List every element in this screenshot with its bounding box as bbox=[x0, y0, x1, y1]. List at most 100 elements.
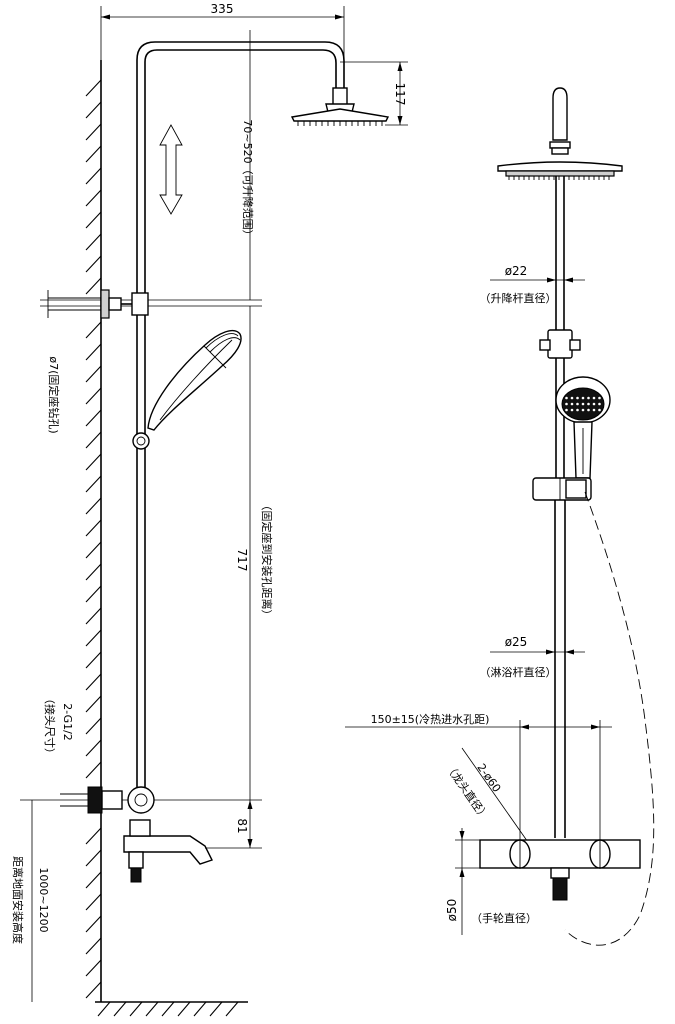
install-height-dimension: 距离地面安装高度 1000~1200 bbox=[11, 800, 50, 1002]
hand-nozzle bbox=[581, 402, 585, 406]
wall-hatch-stroke bbox=[85, 431, 102, 449]
rain-head-nozzles bbox=[297, 121, 383, 126]
hand-shower bbox=[132, 329, 242, 450]
thread-size-label: 2-G1/2 bbox=[61, 703, 74, 741]
lift-rod-diameter-label: ø22 bbox=[505, 264, 528, 278]
hand-nozzle bbox=[581, 408, 585, 412]
knob-note: （手轮直径） bbox=[471, 911, 537, 925]
upper-wall-bracket bbox=[47, 289, 149, 319]
wall-hatch-stroke bbox=[85, 123, 102, 141]
wall-hatch-stroke bbox=[85, 761, 102, 779]
wall-hatch-stroke bbox=[85, 101, 102, 119]
wall-hatch-stroke bbox=[85, 893, 102, 911]
shower-hose bbox=[564, 491, 655, 946]
shower-rod-note: （淋浴杆直径） bbox=[480, 665, 557, 679]
wall-hatch-stroke bbox=[85, 79, 102, 97]
wall-hatch-stroke bbox=[85, 849, 102, 867]
hand-nozzle bbox=[587, 396, 590, 400]
hand-nozzle bbox=[587, 408, 590, 412]
wall-hatch-stroke bbox=[85, 717, 102, 735]
fix-hole-label: ø7(固定座钻孔) bbox=[47, 356, 61, 433]
floor-hatch-stroke bbox=[225, 1001, 239, 1017]
wall-hatch-stroke bbox=[85, 277, 102, 295]
floor-hatch-stroke bbox=[209, 1001, 223, 1017]
wall-hatch-stroke bbox=[85, 321, 102, 339]
wall-hatch-stroke bbox=[85, 343, 102, 361]
hand-shower-nozzles bbox=[565, 396, 601, 412]
wall-hatch-stroke bbox=[85, 519, 102, 537]
hand-shower-holder bbox=[532, 477, 592, 501]
inlet-spacing-label: 150±15(冷热进水孔距) bbox=[371, 713, 490, 726]
wall-hatch-stroke bbox=[85, 497, 102, 515]
wall-hatch-stroke bbox=[85, 651, 102, 669]
wall-hatch-stroke bbox=[85, 629, 102, 647]
floor-hatch-stroke bbox=[193, 1001, 207, 1017]
fix-hole-span-dimension: 717 （固定座到安装孔距离） bbox=[235, 306, 274, 800]
lift-rod-note: （升降杆直径） bbox=[480, 291, 557, 305]
width-dimension: 335 bbox=[100, 2, 345, 60]
bottom-dimension-label: 81 bbox=[235, 818, 249, 833]
wall-hatch-stroke bbox=[85, 145, 102, 163]
hand-nozzle bbox=[592, 408, 596, 412]
fix-hole-span-label: 717 bbox=[235, 549, 249, 572]
wall-hatch-stroke bbox=[85, 255, 102, 273]
wall-hatch-stroke bbox=[85, 739, 102, 757]
floor-hatch-stroke bbox=[177, 1001, 191, 1017]
hand-nozzle bbox=[587, 402, 590, 406]
hand-shower-face bbox=[205, 333, 241, 353]
wall-hatch-stroke bbox=[85, 673, 102, 691]
wall-hatch-stroke bbox=[85, 453, 102, 471]
hand-nozzle bbox=[570, 408, 574, 412]
wall-hatch-stroke bbox=[85, 233, 102, 251]
rod-slide-bracket bbox=[539, 329, 581, 359]
inlet-spacing-dimension: 150±15(冷热进水孔距) bbox=[345, 713, 612, 840]
shower-rod bbox=[554, 500, 566, 838]
mixer-valve-side bbox=[20, 786, 262, 883]
floor-hatch-stroke bbox=[129, 1001, 143, 1017]
wall-hatch-stroke bbox=[85, 541, 102, 559]
floor-hatch-stroke bbox=[161, 1001, 175, 1017]
hand-nozzle bbox=[565, 396, 568, 400]
floor-hatch-stroke bbox=[145, 1001, 159, 1017]
outlet-diameter-label: 2-ø60 bbox=[474, 761, 503, 794]
mixer-valve-front bbox=[479, 839, 641, 901]
shower-rod-diameter-label: ø25 bbox=[505, 635, 528, 649]
hand-nozzle bbox=[598, 396, 601, 400]
wall-hatch-stroke bbox=[85, 607, 102, 625]
wall-hatch-stroke bbox=[85, 387, 102, 405]
rain-head-connector bbox=[549, 87, 571, 155]
knob-diameter-label: ø50 bbox=[445, 899, 459, 922]
fix-hole-span-note: （固定座到安装孔距离） bbox=[260, 500, 274, 621]
hand-nozzle bbox=[565, 402, 568, 406]
wall-hatch-stroke bbox=[85, 827, 102, 845]
thread-note: （接头尺寸） bbox=[43, 693, 57, 759]
wall-hatch-stroke bbox=[85, 563, 102, 581]
head-height-dimension: 117 bbox=[340, 61, 408, 126]
knob-diameter-dimension: ø50 （手轮直径） bbox=[445, 828, 537, 935]
hand-nozzle bbox=[576, 402, 579, 406]
hand-nozzle bbox=[592, 396, 596, 400]
hand-nozzle bbox=[565, 408, 568, 412]
side-view: 335 117 70~520（可升 bbox=[11, 2, 408, 1017]
wall-hatch-stroke bbox=[85, 915, 102, 933]
riser-rod bbox=[136, 315, 146, 790]
up-down-arrow-icon bbox=[159, 124, 183, 215]
lift-range-label: 70~520（可升降范围） bbox=[241, 119, 255, 240]
wall-hatch-stroke bbox=[85, 409, 102, 427]
wall-hatching bbox=[85, 79, 102, 999]
install-height-label: 1000~1200 bbox=[37, 867, 50, 932]
hand-nozzle bbox=[592, 402, 596, 406]
hand-nozzle bbox=[598, 408, 601, 412]
wall-hatch-stroke bbox=[85, 585, 102, 603]
wall-hatch-stroke bbox=[85, 937, 102, 955]
wall-hatch-stroke bbox=[85, 189, 102, 207]
floor-hatching bbox=[97, 1001, 239, 1017]
wall-hatch-stroke bbox=[85, 959, 102, 977]
wall-hatch-stroke bbox=[85, 871, 102, 889]
lift-range-dimension: 70~520（可升降范围） bbox=[241, 30, 255, 300]
width-dimension-label: 335 bbox=[211, 2, 234, 16]
rain-head-front bbox=[497, 161, 623, 180]
lift-rod-diameter-dimension: ø22 （升降杆直径） bbox=[480, 264, 585, 305]
hand-nozzle bbox=[570, 396, 574, 400]
